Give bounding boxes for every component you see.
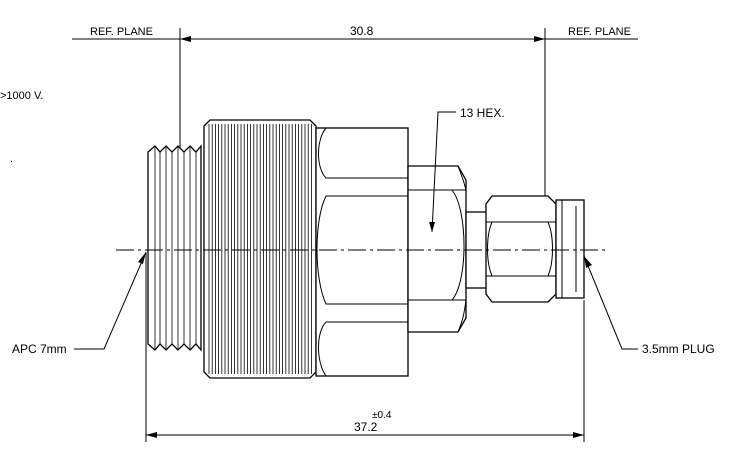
note-dot: . [10, 153, 13, 165]
apc-thread-section [147, 144, 202, 352]
top-dimension: REF. PLANE 30.8 REF. PLANE [72, 24, 638, 242]
plug-tip [555, 199, 585, 299]
arrow-left-top [180, 36, 191, 42]
plug-hex [485, 195, 557, 303]
apc-callout: APC 7mm [12, 251, 147, 356]
arrow-right-top [534, 36, 545, 42]
apc-label: APC 7mm [12, 342, 67, 356]
plug-label: 3.5mm PLUG [642, 342, 715, 356]
dimension-top-value: 30.8 [350, 24, 374, 38]
voltage-note: >1000 V. [0, 90, 43, 102]
ref-plane-left-label: REF. PLANE [90, 26, 153, 38]
arrow-left-bottom [146, 432, 157, 438]
ref-plane-right-label: REF. PLANE [568, 26, 631, 38]
connector-body [315, 127, 409, 377]
arrow-right-bottom [573, 432, 584, 438]
bottom-dimension: ±0.4 37.2 [145, 252, 585, 442]
dimension-bottom-value: 37.2 [354, 420, 378, 434]
plug-callout: 3.5mm PLUG [583, 255, 715, 356]
hex-callout: 13 HEX. [429, 106, 505, 233]
hex-label: 13 HEX. [460, 106, 505, 120]
knurled-coupling-nut [203, 119, 317, 379]
hex-nut [407, 165, 467, 333]
tolerance-label: ±0.4 [372, 410, 392, 421]
